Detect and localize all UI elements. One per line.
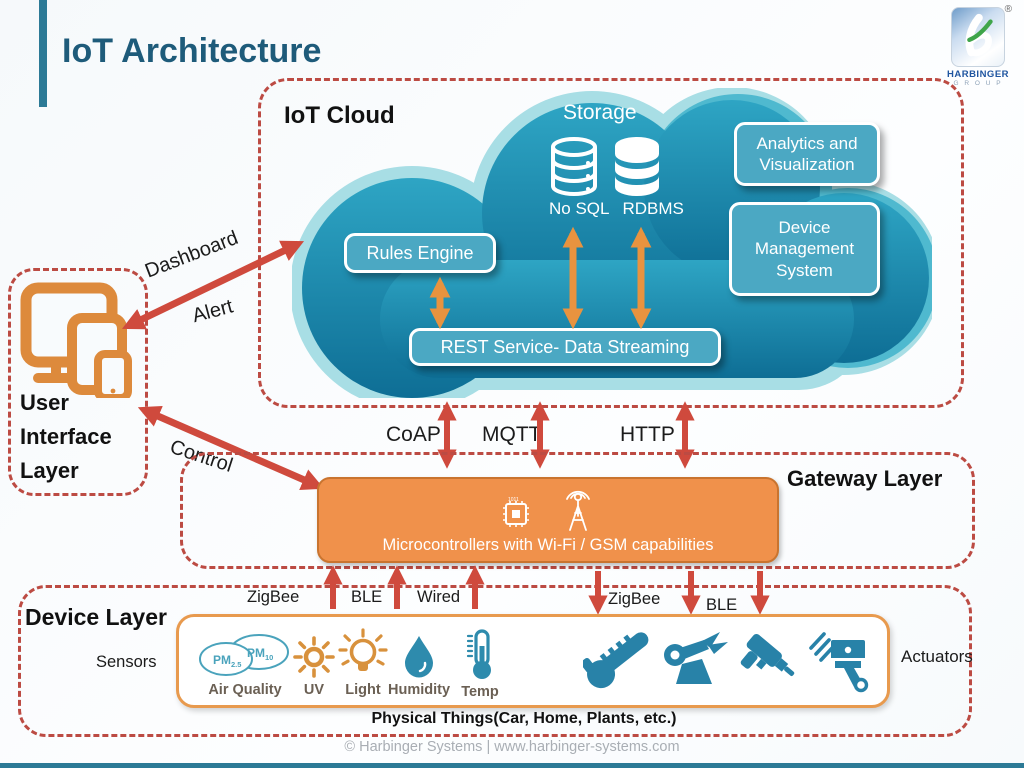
zigbee-right-label: ZigBee [608,590,661,608]
arrow-nosql-rest [562,226,584,330]
arrow-rdbms-rest [630,226,652,330]
arrow-ui-to-gateway [137,406,325,490]
air-quality-icon: PM2.5 PM10 [199,634,289,676]
sensor-air-quality: PM2.5 PM10 Air Quality [193,632,297,698]
wired-label: Wired [417,588,461,606]
bottom-accent-bar [0,763,1024,768]
robot-arm-actuator-icon [664,632,728,684]
title-accent-bar [39,0,47,107]
rules-engine-box: Rules Engine [344,233,496,273]
logo-monogram-icon [965,13,993,57]
gateway-box: 1011 Microcontrollers with Wi-Fi / GSM c… [317,477,779,563]
analytics-visualization-box: Analytics and Visualization [734,122,880,186]
storage-label: Storage [563,101,637,124]
microcontroller-chip-icon: 1011 [503,497,529,527]
logo-group-text: G R O U P [953,80,1003,87]
uv-label: UV [303,682,325,698]
sensor-uv: UV [292,636,336,698]
sensors-label: Sensors [96,653,157,671]
physical-things-box [176,614,890,708]
svg-text:1011: 1011 [508,497,519,503]
arrow-rules-rest [429,276,451,330]
arrow-down-ble [681,571,701,615]
harbinger-logo: ® HARBINGER G R O U P [946,4,1012,87]
light-label: Light [345,682,381,698]
device-management-box: Device Management System [729,202,880,296]
svg-text:PM10: PM10 [247,646,273,662]
registered-mark: ® [1004,4,1012,15]
air-quality-label: Air Quality [208,682,282,698]
logo-brand-text: HARBINGER [946,69,1010,80]
arrow-up-zigbee [323,565,343,609]
page-title: IoT Architecture [62,32,322,70]
ui-layer-line3: Layer [20,458,79,484]
uv-sun-icon [293,636,335,678]
gateway-box-label: Microcontrollers with Wi-Fi / GSM capabi… [382,535,714,554]
physical-things-label: Physical Things(Car, Home, Plants, etc.) [371,710,677,727]
arrow-down-zigbee [588,571,608,615]
rdbms-label: RDBMS [622,199,684,218]
chainsaw-actuator-icon [583,632,649,689]
coap-label: CoAP [386,423,441,446]
svg-text:PM2.5: PM2.5 [213,653,241,669]
piston-actuator-icon [809,632,869,693]
rdbms-database-icon [615,137,659,196]
ble-right-label: BLE [706,596,738,614]
http-label: HTTP [620,423,675,446]
arrow-down-right [750,571,770,615]
humidity-drop-icon [405,636,433,678]
ui-layer-border [8,268,148,496]
gsm-antenna-icon [566,490,590,531]
ui-layer-label: User Interface Layer [20,386,112,488]
actuators-label: Actuators [901,647,973,666]
arrow-cloud-to-ui [121,240,305,330]
humidity-label: Humidity [387,682,451,698]
device-layer-label: Device Layer [25,604,167,630]
device-layer-border [18,585,972,737]
gateway-layer-border [180,452,975,569]
nosql-label: No SQL [549,199,610,218]
iot-cloud-label: IoT Cloud [284,102,395,129]
drill-actuator-icon [740,633,795,676]
ui-layer-line1: User [20,390,69,415]
arrow-up-wired [465,565,485,609]
database-labels: No SQL RDBMS [549,199,684,219]
pm25-text: PM [213,653,231,667]
sensor-temp: Temp [458,628,502,700]
footer-credit: © Harbinger Systems | www.harbinger-syst… [344,739,680,755]
temp-label: Temp [461,684,499,700]
sensor-humidity: Humidity [388,634,450,698]
gateway-layer-label: Gateway Layer [787,466,943,491]
zigbee-left-label: ZigBee [247,588,300,606]
sensor-light: Light [336,628,390,698]
user-devices-icon [20,282,132,398]
ui-layer-line2: Interface [20,424,112,450]
rest-service-box: REST Service- Data Streaming [409,328,721,366]
mqtt-label: MQTT [482,423,542,446]
light-bulb-icon [338,628,388,671]
gateway-icons: 1011 [499,486,597,532]
nosql-database-icon [551,137,597,196]
ble-left-label: BLE [351,588,383,606]
pm10-text: PM [247,646,265,660]
logo-emblem [951,7,1005,67]
temp-thermometer-icon [466,629,491,679]
arrow-up-ble [387,565,407,609]
